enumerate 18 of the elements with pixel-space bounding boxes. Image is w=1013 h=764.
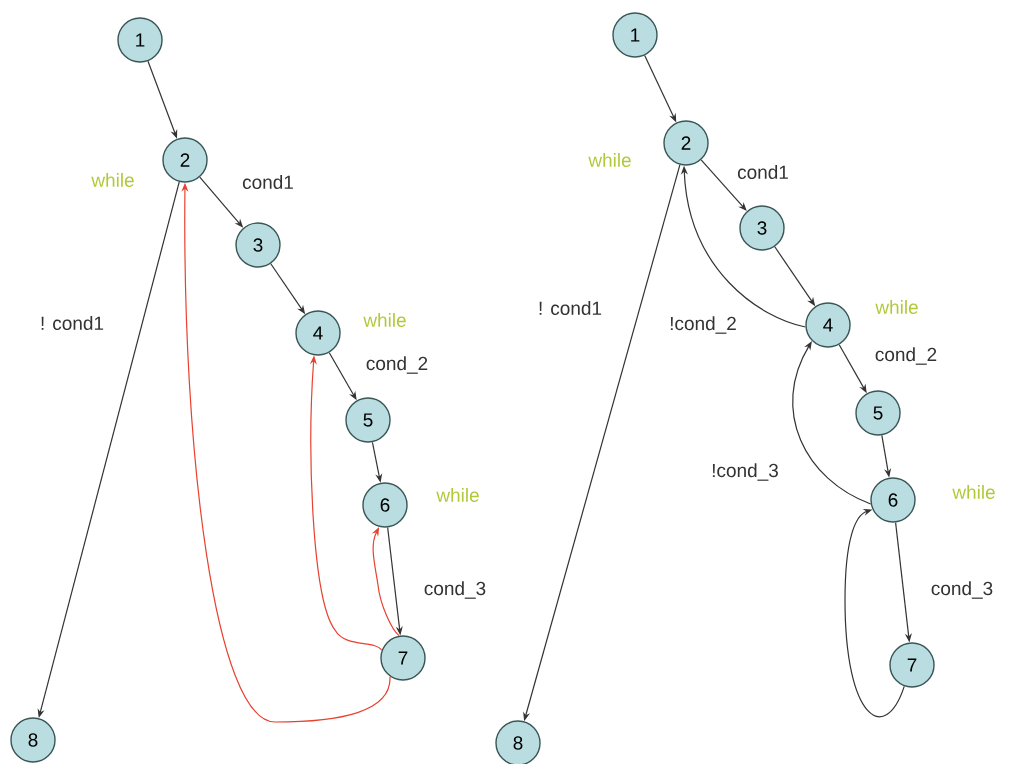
arrow <box>792 341 872 505</box>
edge-label: cond_2 <box>364 355 430 375</box>
while-label: while <box>436 488 479 502</box>
edge-label: !cond_2 <box>668 315 738 335</box>
edge-label: cond_2 <box>873 346 939 366</box>
edge-label: cond1 <box>241 174 295 190</box>
arrow <box>844 508 905 718</box>
edge-label: !cond_3 <box>710 462 780 482</box>
while-label: while <box>952 485 995 499</box>
while-label: while <box>363 313 406 327</box>
edge-label: cond_3 <box>422 580 488 600</box>
edge-label: ! cond1 <box>536 300 604 316</box>
while-label: while <box>91 173 134 187</box>
edge-label: ! cond1 <box>38 315 106 331</box>
while-label: while <box>875 300 918 314</box>
while-label: while <box>588 153 631 167</box>
edge-label: cond_3 <box>929 580 995 600</box>
edge-label: cond1 <box>736 164 790 180</box>
